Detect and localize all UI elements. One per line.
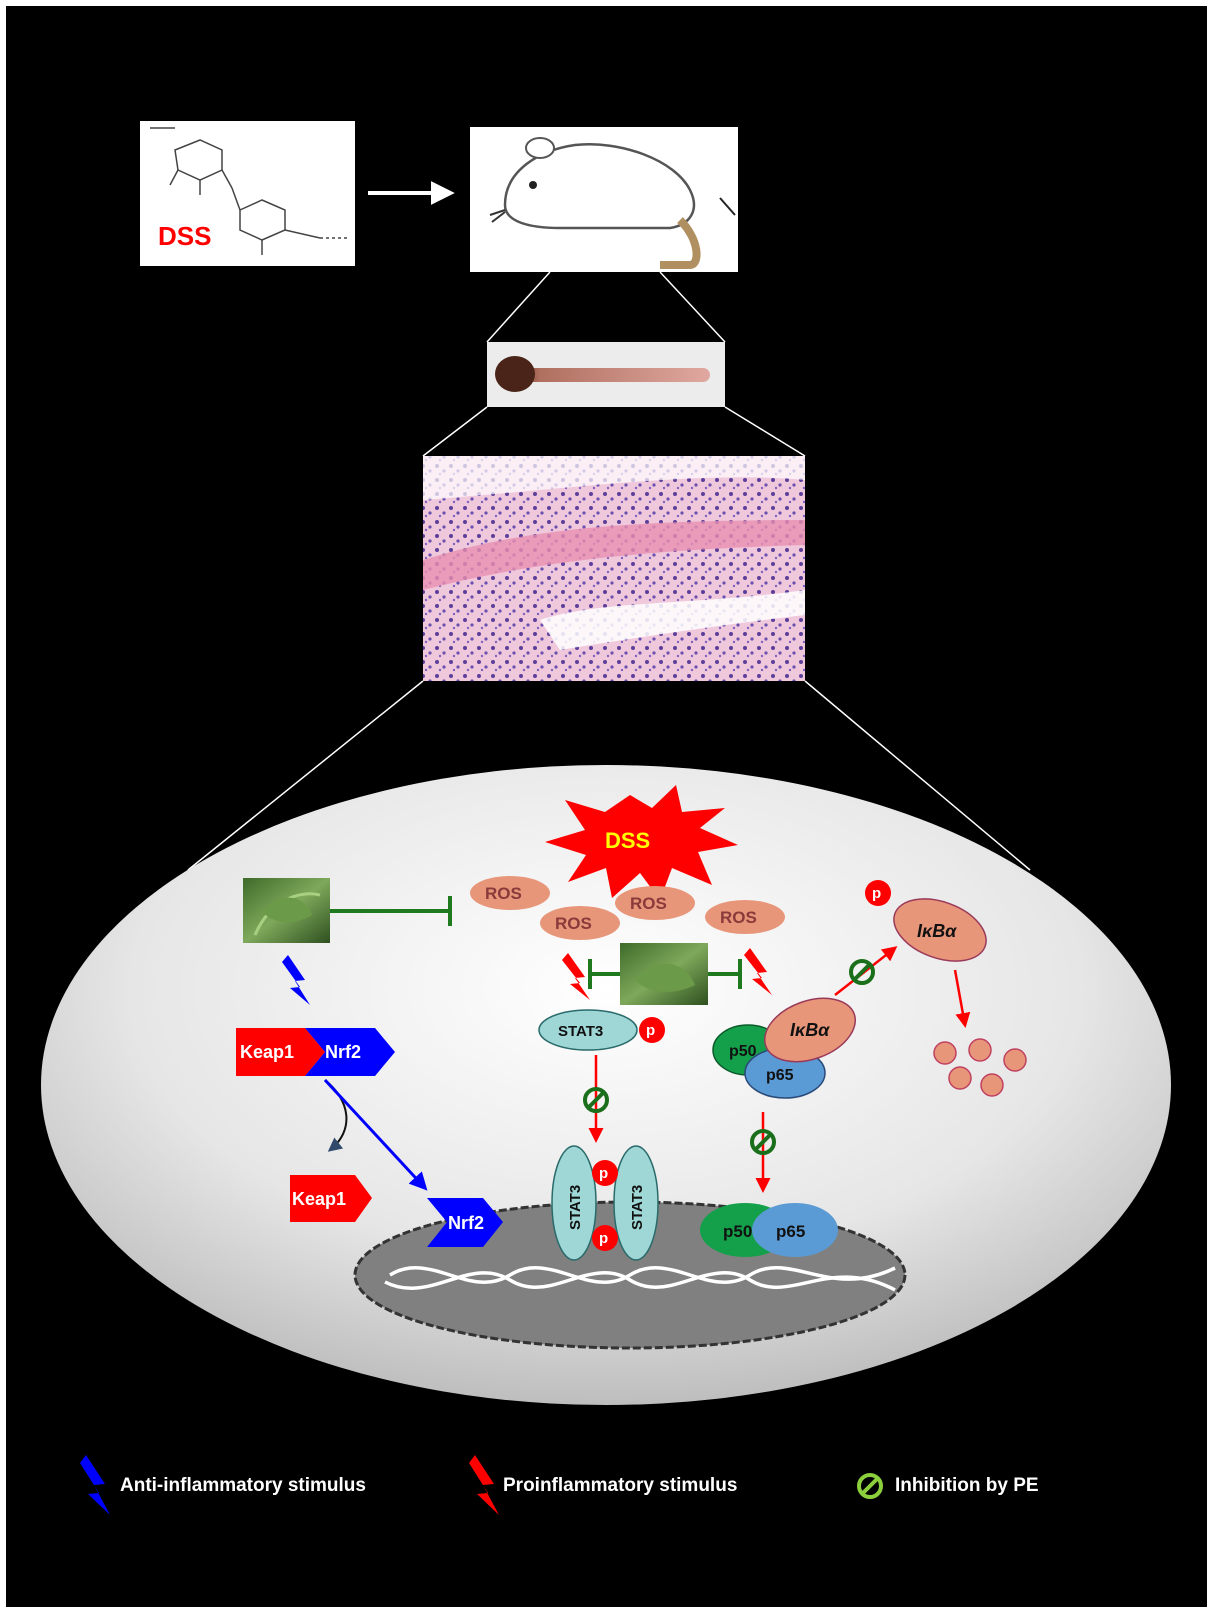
nrf2-nuclear-label: Nrf2 [448,1213,484,1233]
anti-lightning [282,955,310,1005]
pro-lightning-2 [744,948,772,995]
pe-leaf-2-icon [635,963,695,992]
ros-2 [540,906,620,940]
dna-strand-2 [384,1271,896,1292]
ikba-p-label: p [872,885,881,902]
inhibit-stat3-icon [583,1087,609,1113]
keap1-free-label: Keap1 [292,1189,346,1209]
degraded-fragments [933,1038,1027,1097]
stat3-cytoplasmic: STAT3 p [538,1009,665,1051]
keap1-label: Keap1 [240,1042,294,1062]
ikba-phospho [865,880,891,906]
stat3-dimer: STAT3 STAT3 p p [551,1145,659,1261]
dimer-p-top-label: p [599,1165,608,1182]
stat3-label: STAT3 [558,1023,603,1040]
nfkb-complex: p50 p65 IκBα [712,997,857,1099]
ros-1-label: ROS [485,884,522,903]
p50-label: p50 [729,1043,757,1060]
ros-4 [705,900,785,934]
pe-leaf-2 [620,943,708,1005]
stat3-dimer-left-label: STAT3 [567,1185,584,1230]
stat3-p-label: p [646,1022,655,1039]
p65-label: p65 [766,1067,794,1084]
p50-nuclear-label: p50 [723,1222,752,1241]
nrf2-translocation-arrow [323,1078,428,1191]
pro-lightning-1 [562,953,590,1000]
nfkb-nuclear: p50 p65 [700,1203,838,1257]
zoom-lines-1 [486,271,726,343]
keap1-nrf2-complex: Keap1 Nrf2 [236,1028,395,1076]
keap1-free: Keap1 [290,1175,372,1222]
legend-inhibit-label: Inhibition by PE [895,1475,1039,1496]
pe-inhibition-bars [330,896,742,989]
pro-lightning-group [562,948,772,1000]
zoom-lines-3 [187,680,1031,871]
ikba-phosphorylated: IκBα p [865,880,987,962]
legend-anti-icon [80,1455,110,1515]
legend: Anti-inflammatory stimulus Proinflammato… [80,1455,1039,1515]
mouse-panel [470,127,738,272]
inhibit-ikba [849,959,875,985]
legend-inhibit-icon [857,1473,883,1499]
ros-group: ROS ROS ROS ROS [470,876,785,940]
dimer-phospho-bottom [592,1225,618,1251]
dimer-p-bottom-label: p [599,1230,608,1247]
ros-4-label: ROS [720,908,757,927]
inhibit-nfkb [750,1129,776,1155]
ikba-phos-label: IκBα [917,921,957,941]
inhibit-nfkb-icon [750,1129,776,1155]
dss-burst: DSS [545,785,738,900]
ros-2-label: ROS [555,914,592,933]
inhibit-ikba-icon [849,959,875,985]
inhibit-stat3 [583,1087,609,1113]
pe-leaf-1 [243,878,330,943]
legend-pro-icon [469,1455,499,1515]
colon-photo [487,342,725,407]
dss-structure-panel: DSS [140,121,355,266]
ikba-label: IκBα [790,1020,830,1040]
ros-3-label: ROS [630,894,667,913]
nrf2-label: Nrf2 [325,1042,361,1062]
nrf2-nuclear: Nrf2 [427,1198,503,1247]
legend-pro-label: Proinflammatory stimulus [503,1475,737,1496]
p65-nuclear-label: p65 [776,1222,805,1241]
ikba-degradation-arrow [953,969,971,1028]
histology-image [423,456,805,681]
dna-strand-1 [389,1265,896,1284]
legend-anti-label: Anti-inflammatory stimulus [120,1475,366,1496]
ros-1 [470,876,550,910]
pe-leaf-1-icon [262,897,312,923]
zoom-lines-2 [422,406,806,457]
stat3-dimer-right-label: STAT3 [629,1185,646,1230]
dss-burst-label: DSS [605,828,650,853]
ros-3 [615,886,695,920]
dss-structure-label: DSS [158,221,211,251]
dimer-phospho-top [592,1160,618,1186]
stat3-phospho [639,1017,665,1043]
